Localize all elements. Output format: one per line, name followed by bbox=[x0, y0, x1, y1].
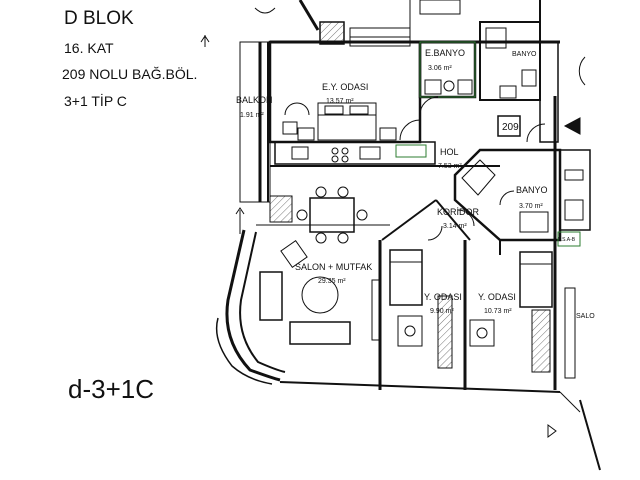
shaft-label: P.S.A-B bbox=[558, 237, 576, 243]
kitchen-counter bbox=[270, 141, 500, 167]
koridor-area: 3.14 m² bbox=[443, 223, 467, 230]
right-utility bbox=[557, 56, 591, 247]
ey-odasi-area: 13.57 m² bbox=[326, 98, 354, 105]
yodasi1-name: Y. ODASI bbox=[424, 292, 462, 302]
floor-label: 16. KAT bbox=[64, 40, 114, 56]
salon-area: 29.35 m² bbox=[318, 278, 346, 285]
yodasi1-area: 9.90 m² bbox=[430, 308, 454, 315]
type-label: 3+1 TİP C bbox=[64, 93, 127, 109]
balkon-name: BALKON bbox=[236, 95, 273, 105]
banyo-room bbox=[453, 148, 562, 242]
ebanyo-area: 3.06 m² bbox=[428, 65, 452, 72]
balkon-area: 1.91 m² bbox=[240, 112, 264, 119]
salon-name: SALON + MUTFAK bbox=[295, 262, 372, 272]
plan-info: D BLOK 16. KAT 209 NOLU BAĞ.BÖL. 3+1 TİP… bbox=[0, 0, 240, 480]
ey-odasi-name: E.Y. ODASI bbox=[322, 82, 368, 92]
plan-code: d-3+1C bbox=[68, 374, 154, 404]
salon-walls bbox=[215, 207, 601, 471]
dining-set bbox=[269, 186, 368, 244]
unit-number: 209 bbox=[502, 122, 519, 133]
entrance bbox=[497, 96, 581, 240]
ebanyo-room bbox=[418, 40, 477, 116]
koridor-name: KORİDOR bbox=[437, 207, 480, 217]
neighbor-banyo-label: BANYO bbox=[512, 51, 537, 58]
koridor-walls bbox=[381, 199, 501, 255]
ey-odasi-room bbox=[268, 40, 422, 144]
banyo-area: 3.70 m² bbox=[519, 203, 543, 210]
yodasi2-area: 10.73 m² bbox=[484, 308, 512, 315]
living-furniture bbox=[259, 239, 351, 345]
banyo-name: BANYO bbox=[516, 185, 548, 195]
yodasi1-room bbox=[371, 240, 467, 390]
neighbor-banyo bbox=[479, 21, 559, 143]
ebanyo-name: E.BANYO bbox=[425, 48, 465, 58]
neighbor-salon-label: SALO bbox=[576, 313, 595, 320]
unit-label: 209 NOLU BAĞ.BÖL. bbox=[62, 66, 198, 82]
hol-area: 7.53 m² bbox=[438, 163, 462, 170]
block-title: D BLOK bbox=[64, 8, 134, 29]
yodasi2-name: Y. ODASI bbox=[478, 292, 516, 302]
hol-name: HOL bbox=[440, 147, 459, 157]
yodasi2-room bbox=[469, 240, 576, 390]
